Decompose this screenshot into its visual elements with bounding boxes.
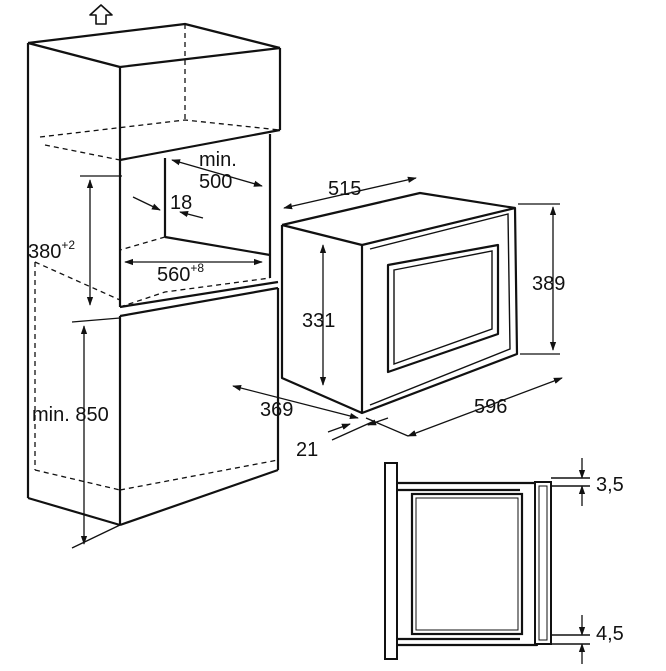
top-gap-label: 3,5 (596, 474, 624, 496)
vent-gap-label: 18 (170, 192, 192, 214)
niche-height-base: 380 (28, 241, 61, 263)
oven-width-label: 596 (474, 396, 507, 418)
oven-drawing (232, 176, 563, 441)
section-detail-drawing (384, 458, 590, 664)
oven-height-label: 389 (532, 273, 565, 295)
min-height-label: min. 850 (32, 404, 109, 426)
oven-depth-label: 515 (328, 178, 361, 200)
niche-width-base: 560 (157, 264, 190, 286)
bottom-gap-label: 4,5 (596, 623, 624, 645)
up-arrow-icon (89, 4, 113, 25)
niche-depth-label: min. (199, 149, 237, 171)
niche-depth-value: 500 (199, 171, 232, 193)
cabinet-drawing (26, 22, 282, 549)
oven-body-height-label: 331 (302, 310, 335, 332)
niche-width-tolerance: +8 (190, 261, 204, 275)
oven-body-depth-label: 369 (260, 399, 293, 421)
niche-height-tolerance: +2 (61, 238, 75, 252)
niche-width-label: 560+8 (157, 261, 204, 286)
niche-height-label: 380+2 (28, 238, 75, 263)
front-thickness-label: 21 (296, 439, 318, 461)
